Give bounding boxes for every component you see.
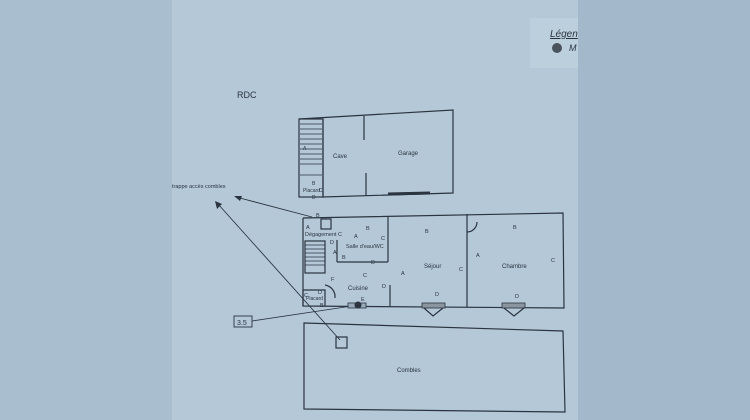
- annotation-leader: [251, 305, 353, 322]
- room-label-placard: Placard: [303, 188, 320, 194]
- room-label-placard: Placard: [306, 296, 323, 302]
- wall-letter: A: [303, 146, 307, 152]
- wall-letter: C: [363, 273, 367, 279]
- wall-letter: C: [551, 258, 555, 264]
- wall-letter: B: [425, 229, 429, 235]
- wall-letter: C: [459, 267, 463, 273]
- room-label-salle-eau: Salle d'eau/WC: [346, 244, 384, 250]
- wall-letter: A: [354, 234, 358, 240]
- wall-letter: D: [515, 294, 519, 300]
- legend-item: M: [569, 43, 577, 53]
- attic-hatch: [335, 336, 348, 349]
- room-label-sejour: Séjour: [424, 264, 441, 270]
- room-label-cave: Cave: [333, 154, 348, 160]
- wall-letter: C: [304, 293, 308, 299]
- window: [421, 302, 446, 309]
- wall-letter: B: [316, 213, 320, 219]
- level-title: RDC: [237, 90, 257, 100]
- room-label-garage: Garage: [398, 151, 419, 157]
- wall-letter: B: [312, 181, 316, 187]
- paper-fold-shadow: [578, 0, 750, 420]
- wall-letter: D: [382, 284, 386, 290]
- upper-block: Cave Garage Placard B C A D: [298, 109, 454, 201]
- wall-letter: C: [338, 232, 342, 238]
- annotation-arrow: [235, 196, 313, 218]
- hatch-annotation: trappe accès combles: [172, 184, 226, 190]
- wall-letter: A: [476, 253, 480, 259]
- wall-letter: B: [366, 226, 370, 232]
- paper-sheet: [172, 0, 578, 420]
- wall-letter: C: [319, 188, 323, 194]
- legend-title: Légen: [550, 29, 578, 40]
- wall-letter: D: [435, 292, 439, 298]
- annotation-arrow: [217, 203, 341, 341]
- annotation-box-label: 3.5: [237, 320, 247, 327]
- wall-letter: C: [381, 236, 385, 242]
- wall-letter: E: [361, 297, 365, 303]
- wall-letter: B: [513, 225, 517, 231]
- wall-letters: A C B D A B C D A B C D A B C D A B C D …: [304, 213, 555, 309]
- arrow-head-icon: [215, 201, 222, 209]
- meter-legend-icon: [552, 43, 562, 53]
- annotation-box: [233, 315, 253, 328]
- room-label-degagement: Dégagement: [305, 232, 337, 238]
- room-label-combles: Combles: [397, 368, 421, 374]
- legend-paper: [530, 18, 578, 68]
- wall-letter: D: [318, 290, 322, 296]
- wall-letter: D: [312, 195, 316, 201]
- wall-letter: A: [401, 271, 405, 277]
- room-label-chambre: Chambre: [502, 264, 527, 270]
- wall-letter: F: [331, 277, 335, 283]
- wall-letter: D: [330, 240, 334, 246]
- wall-letter: B: [342, 255, 346, 261]
- wall-letter: A: [333, 250, 337, 256]
- wall-letter: B: [320, 303, 324, 309]
- wall-letter: D: [371, 260, 375, 266]
- main-block: Dégagement Salle d'eau/WC Séjour Chambre…: [302, 212, 565, 317]
- arrow-head-icon: [234, 196, 242, 201]
- wall-letter: A: [306, 225, 310, 231]
- meter-icon: [354, 301, 362, 309]
- lower-block: Combles: [303, 322, 566, 413]
- room-label-cuisine: Cuisine: [348, 286, 369, 292]
- window: [501, 302, 526, 309]
